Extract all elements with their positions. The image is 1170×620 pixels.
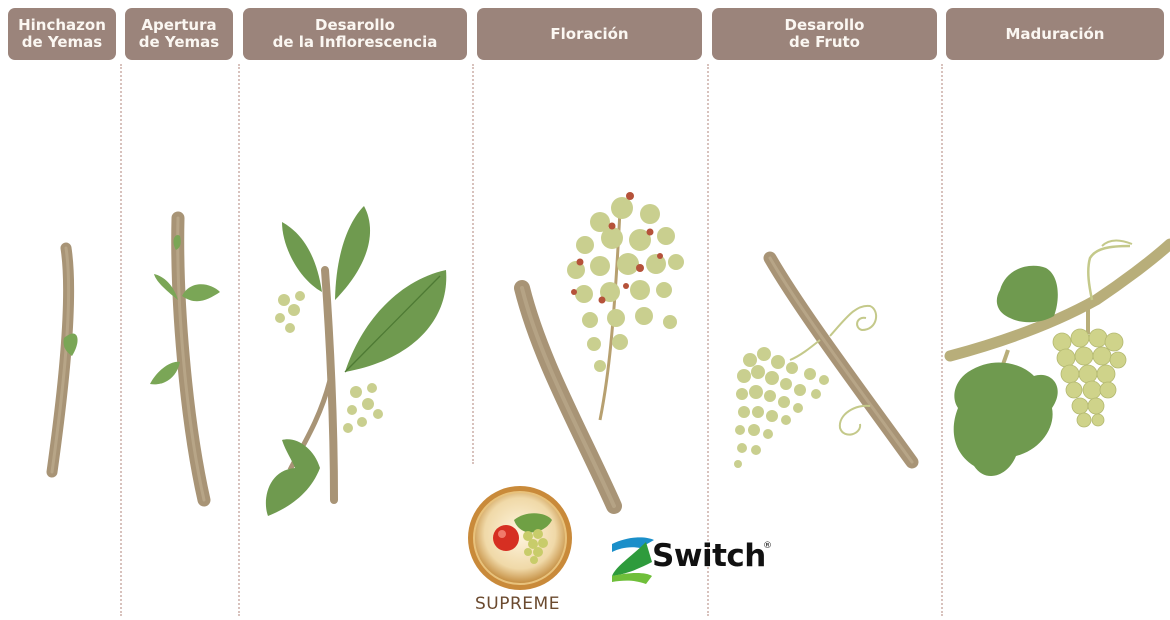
flower-cluster-icon: [567, 192, 684, 372]
supreme-logo-icon: [468, 486, 572, 590]
switch-registered-mark: ®: [763, 541, 772, 551]
grape-cluster-icon: [734, 347, 829, 468]
leaf-icon: [266, 206, 446, 516]
supreme-caption: SUPREME: [475, 594, 560, 614]
switch-logo-icon: [612, 537, 654, 584]
cane-icon: [52, 248, 69, 472]
tendril-icon: [790, 306, 876, 435]
cane-icon: [178, 218, 204, 500]
cane-icon: [522, 210, 620, 506]
grape-cluster-icon: [1053, 329, 1126, 427]
leaf-icon: [954, 266, 1058, 476]
switch-wordmark: Switch: [652, 538, 766, 574]
